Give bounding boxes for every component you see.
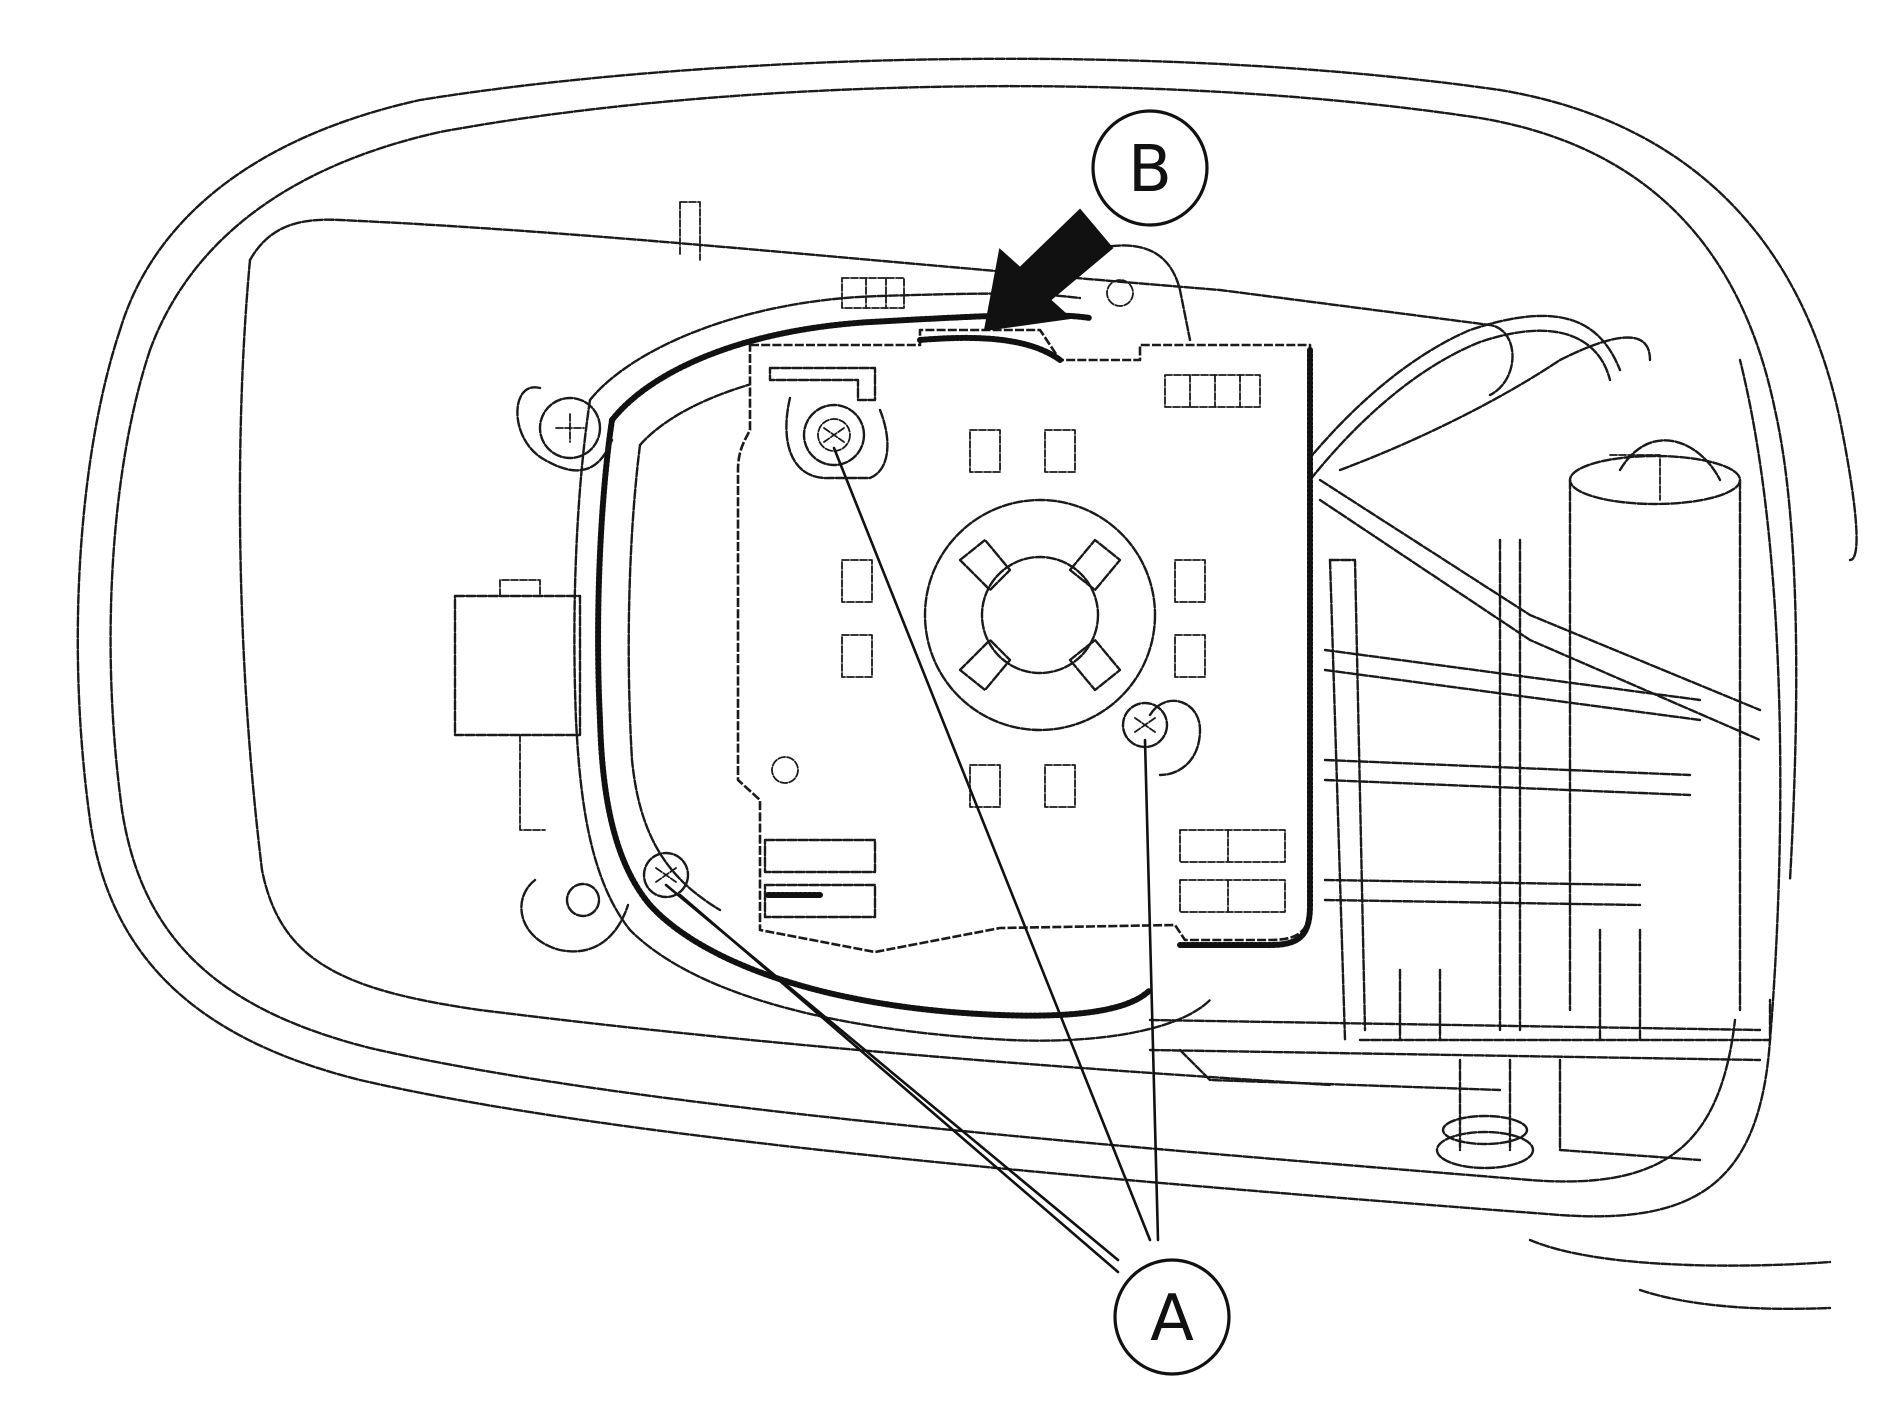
- motor-plate: [736, 328, 1313, 954]
- direction-arrow: [983, 208, 1114, 332]
- callout-a-label: A: [1150, 1282, 1194, 1356]
- callout-a-leader-lines: [664, 446, 1160, 1274]
- callout-b-label: B: [1128, 133, 1172, 207]
- mirror-glass-backing: [238, 201, 1514, 1087]
- lower-left-screw: [642, 851, 690, 899]
- callout-b: B: [1091, 109, 1209, 227]
- mounting-bracket-grid: [1148, 314, 1772, 1170]
- callout-a: A: [1113, 1258, 1231, 1376]
- mirror-housing: [76, 57, 1858, 1311]
